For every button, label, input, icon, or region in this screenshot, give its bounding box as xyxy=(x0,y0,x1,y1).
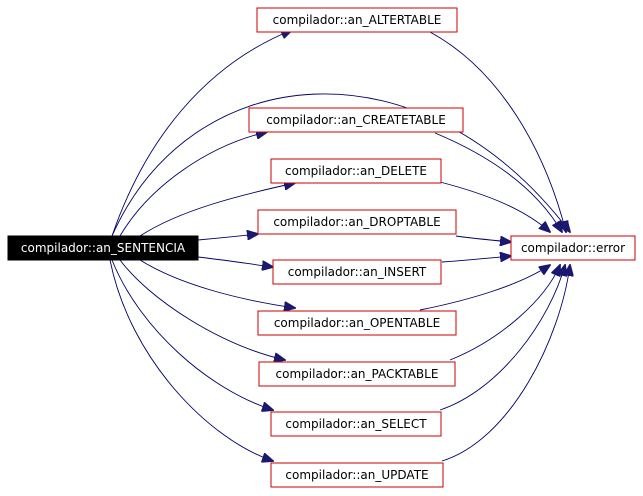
node-delete[interactable]: compilador::an_DELETE xyxy=(270,158,442,184)
node-error-label: compilador::error xyxy=(521,241,625,255)
node-root-label: compilador::an_SENTENCIA xyxy=(21,241,186,255)
node-root-box xyxy=(7,235,199,261)
node-update-label: compilador::an_UPDATE xyxy=(285,468,428,482)
node-createtable-label: compilador::an_CREATETABLE xyxy=(266,113,446,127)
node-select-box xyxy=(270,411,442,437)
edge-createtable-to-error xyxy=(434,132,562,232)
edge-root-to-delete xyxy=(139,183,295,237)
node-droptable[interactable]: compilador::an_DROPTABLE xyxy=(257,209,457,235)
edge-altertable-to-error xyxy=(429,31,566,232)
node-insert-box xyxy=(272,259,442,285)
node-altertable-box xyxy=(256,7,458,33)
edge-update-to-error xyxy=(441,265,570,462)
node-createtable[interactable]: compilador::an_CREATETABLE xyxy=(248,107,464,133)
node-select[interactable]: compilador::an_SELECT xyxy=(270,411,442,437)
edge-insert-to-error xyxy=(441,256,511,263)
edges xyxy=(109,30,570,462)
edge-root-to-error-direct xyxy=(111,93,570,237)
edge-packtable-to-error xyxy=(449,265,560,361)
edge-opentable-to-error xyxy=(419,265,550,311)
node-packtable-label: compilador::an_PACKTABLE xyxy=(276,367,439,381)
edge-delete-to-error xyxy=(439,181,550,232)
node-select-label: compilador::an_SELECT xyxy=(285,417,427,431)
node-altertable-label: compilador::an_ALTERTABLE xyxy=(273,13,442,27)
edge-select-to-error xyxy=(439,265,565,411)
node-packtable-box xyxy=(258,361,456,387)
edge-root-to-update xyxy=(109,259,273,461)
node-error[interactable]: compilador::error xyxy=(510,235,636,261)
edge-root-to-insert xyxy=(197,256,273,267)
edge-root-to-packtable xyxy=(119,259,285,360)
node-droptable-label: compilador::an_DROPTABLE xyxy=(273,215,440,229)
node-error-box xyxy=(510,235,636,261)
edge-root-to-droptable xyxy=(197,234,258,241)
edge-droptable-to-error xyxy=(455,235,511,242)
node-droptable-box xyxy=(257,209,457,235)
node-opentable[interactable]: compilador::an_OPENTABLE xyxy=(257,310,457,336)
edge-root-to-opentable xyxy=(139,259,295,308)
node-delete-box xyxy=(270,158,442,184)
edge-root-to-select xyxy=(111,259,273,410)
edge-root-to-altertable xyxy=(111,30,292,237)
node-update-box xyxy=(270,462,444,488)
node-packtable[interactable]: compilador::an_PACKTABLE xyxy=(258,361,456,387)
nodes: compilador::an_SENTENCIA compilador::an_… xyxy=(7,7,636,488)
node-altertable[interactable]: compilador::an_ALTERTABLE xyxy=(256,7,458,33)
node-insert-label: compilador::an_INSERT xyxy=(288,265,427,279)
node-opentable-box xyxy=(257,310,457,336)
node-insert[interactable]: compilador::an_INSERT xyxy=(272,259,442,285)
node-update[interactable]: compilador::an_UPDATE xyxy=(270,462,444,488)
node-opentable-label: compilador::an_OPENTABLE xyxy=(274,316,440,330)
node-delete-label: compilador::an_DELETE xyxy=(285,164,427,178)
node-createtable-box xyxy=(248,107,464,133)
node-root[interactable]: compilador::an_SENTENCIA xyxy=(7,235,199,261)
edge-root-to-createtable xyxy=(119,132,267,237)
